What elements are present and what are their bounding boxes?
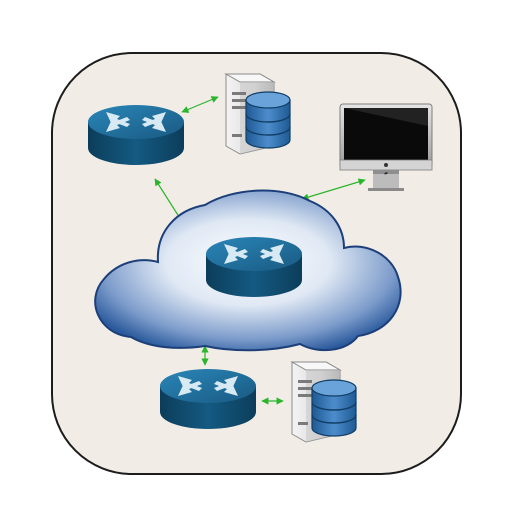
link-router-to-server-top: [181, 96, 219, 113]
router-icon: [88, 105, 184, 165]
router-icon: [206, 237, 302, 297]
link-cloud-to-mac: [301, 178, 366, 201]
router-icon: [160, 369, 256, 429]
apple-monitor-icon: [339, 103, 433, 191]
